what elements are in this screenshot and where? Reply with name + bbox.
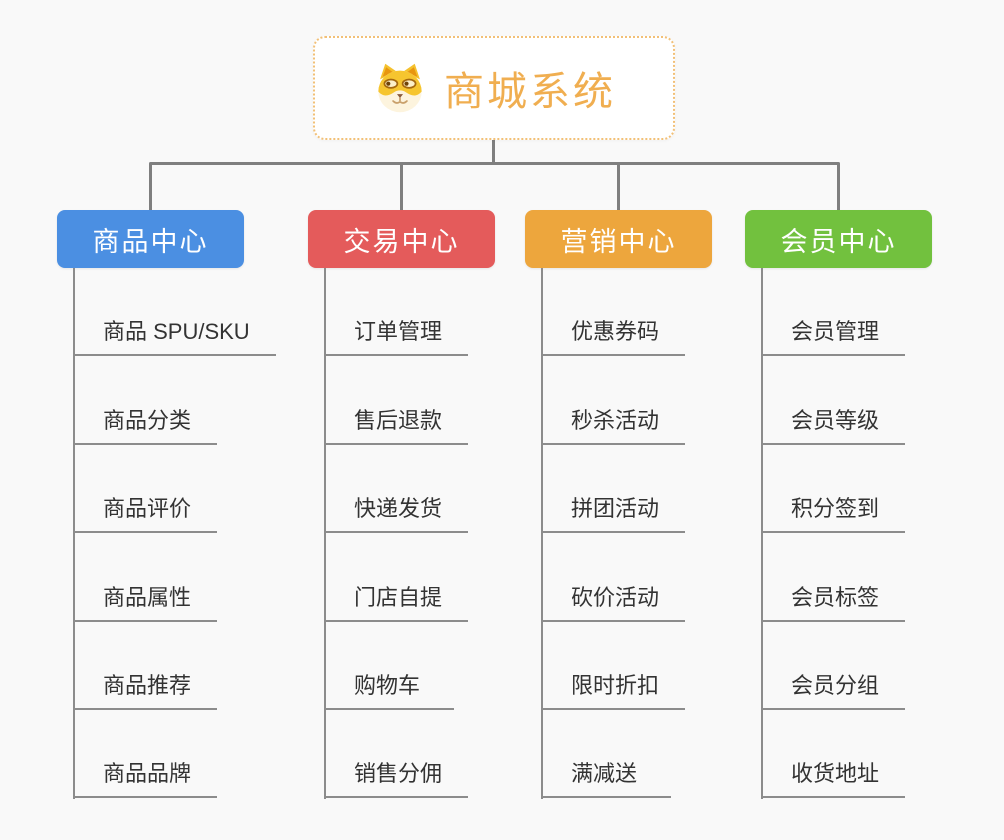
branch-header-trade[interactable]: 交易中心 [308,210,495,268]
branch-item[interactable]: 会员等级 [761,356,906,445]
connector-horizontal [149,162,840,165]
branch-item[interactable]: 满减送 [541,710,671,799]
branch-items: 优惠券码 秒杀活动 拼团活动 砍价活动 限时折扣 满减送 [541,268,686,799]
branch-items: 会员管理 会员等级 积分签到 会员标签 会员分组 收货地址 [761,268,906,799]
branch-items: 订单管理 售后退款 快递发货 门店自提 购物车 销售分佣 [324,268,469,799]
branch-item[interactable]: 秒杀活动 [541,356,686,445]
branch-spine [324,268,326,799]
branch-item[interactable]: 订单管理 [324,268,469,357]
branch-item[interactable]: 会员分组 [761,622,906,710]
root-node[interactable]: 商城系统 [313,36,675,140]
branch-item[interactable]: 门店自提 [324,533,469,622]
branch-items: 商品 SPU/SKU 商品分类 商品评价 商品属性 商品推荐 商品品牌 [73,268,276,799]
branch-item[interactable]: 商品评价 [73,445,218,534]
branch-product-center: 商品中心 商品 SPU/SKU 商品分类 商品评价 商品属性 商品推荐 商品品牌 [57,210,317,799]
branch-header-marketing[interactable]: 营销中心 [525,210,712,268]
connector-drop-marketing [617,164,620,210]
connector-drop-member [837,164,840,210]
branch-item[interactable]: 优惠券码 [541,268,686,357]
branch-item[interactable]: 销售分佣 [324,710,469,799]
doge-icon [372,62,428,114]
branch-item[interactable]: 快递发货 [324,445,469,534]
branch-item[interactable]: 商品 SPU/SKU [73,268,276,357]
branch-spine [761,268,763,799]
branch-item[interactable]: 会员管理 [761,268,906,357]
branch-member-center: 会员中心 会员管理 会员等级 积分签到 会员标签 会员分组 收货地址 [745,210,1004,799]
branch-item[interactable]: 购物车 [324,622,454,710]
branch-item[interactable]: 商品推荐 [73,622,218,710]
branch-spine [541,268,543,799]
branch-item[interactable]: 会员标签 [761,533,906,622]
branch-trade-center: 交易中心 订单管理 售后退款 快递发货 门店自提 购物车 销售分佣 [308,210,568,799]
connector-drop-trade [400,164,403,210]
branch-item[interactable]: 商品品牌 [73,710,218,799]
branch-header-member[interactable]: 会员中心 [745,210,932,268]
branch-item[interactable]: 积分签到 [761,445,906,534]
branch-item[interactable]: 砍价活动 [541,533,686,622]
branch-item[interactable]: 商品分类 [73,356,218,445]
branch-marketing-center: 营销中心 优惠券码 秒杀活动 拼团活动 砍价活动 限时折扣 满减送 [525,210,785,799]
connector-drop-product [149,164,152,210]
branch-item[interactable]: 限时折扣 [541,622,686,710]
connector-root-drop [492,137,495,164]
branch-item[interactable]: 拼团活动 [541,445,686,534]
branch-item[interactable]: 收货地址 [761,710,906,799]
branch-spine [73,268,75,799]
branch-item[interactable]: 售后退款 [324,356,469,445]
branch-item[interactable]: 商品属性 [73,533,218,622]
root-title: 商城系统 [444,70,616,114]
branch-header-product[interactable]: 商品中心 [57,210,244,268]
